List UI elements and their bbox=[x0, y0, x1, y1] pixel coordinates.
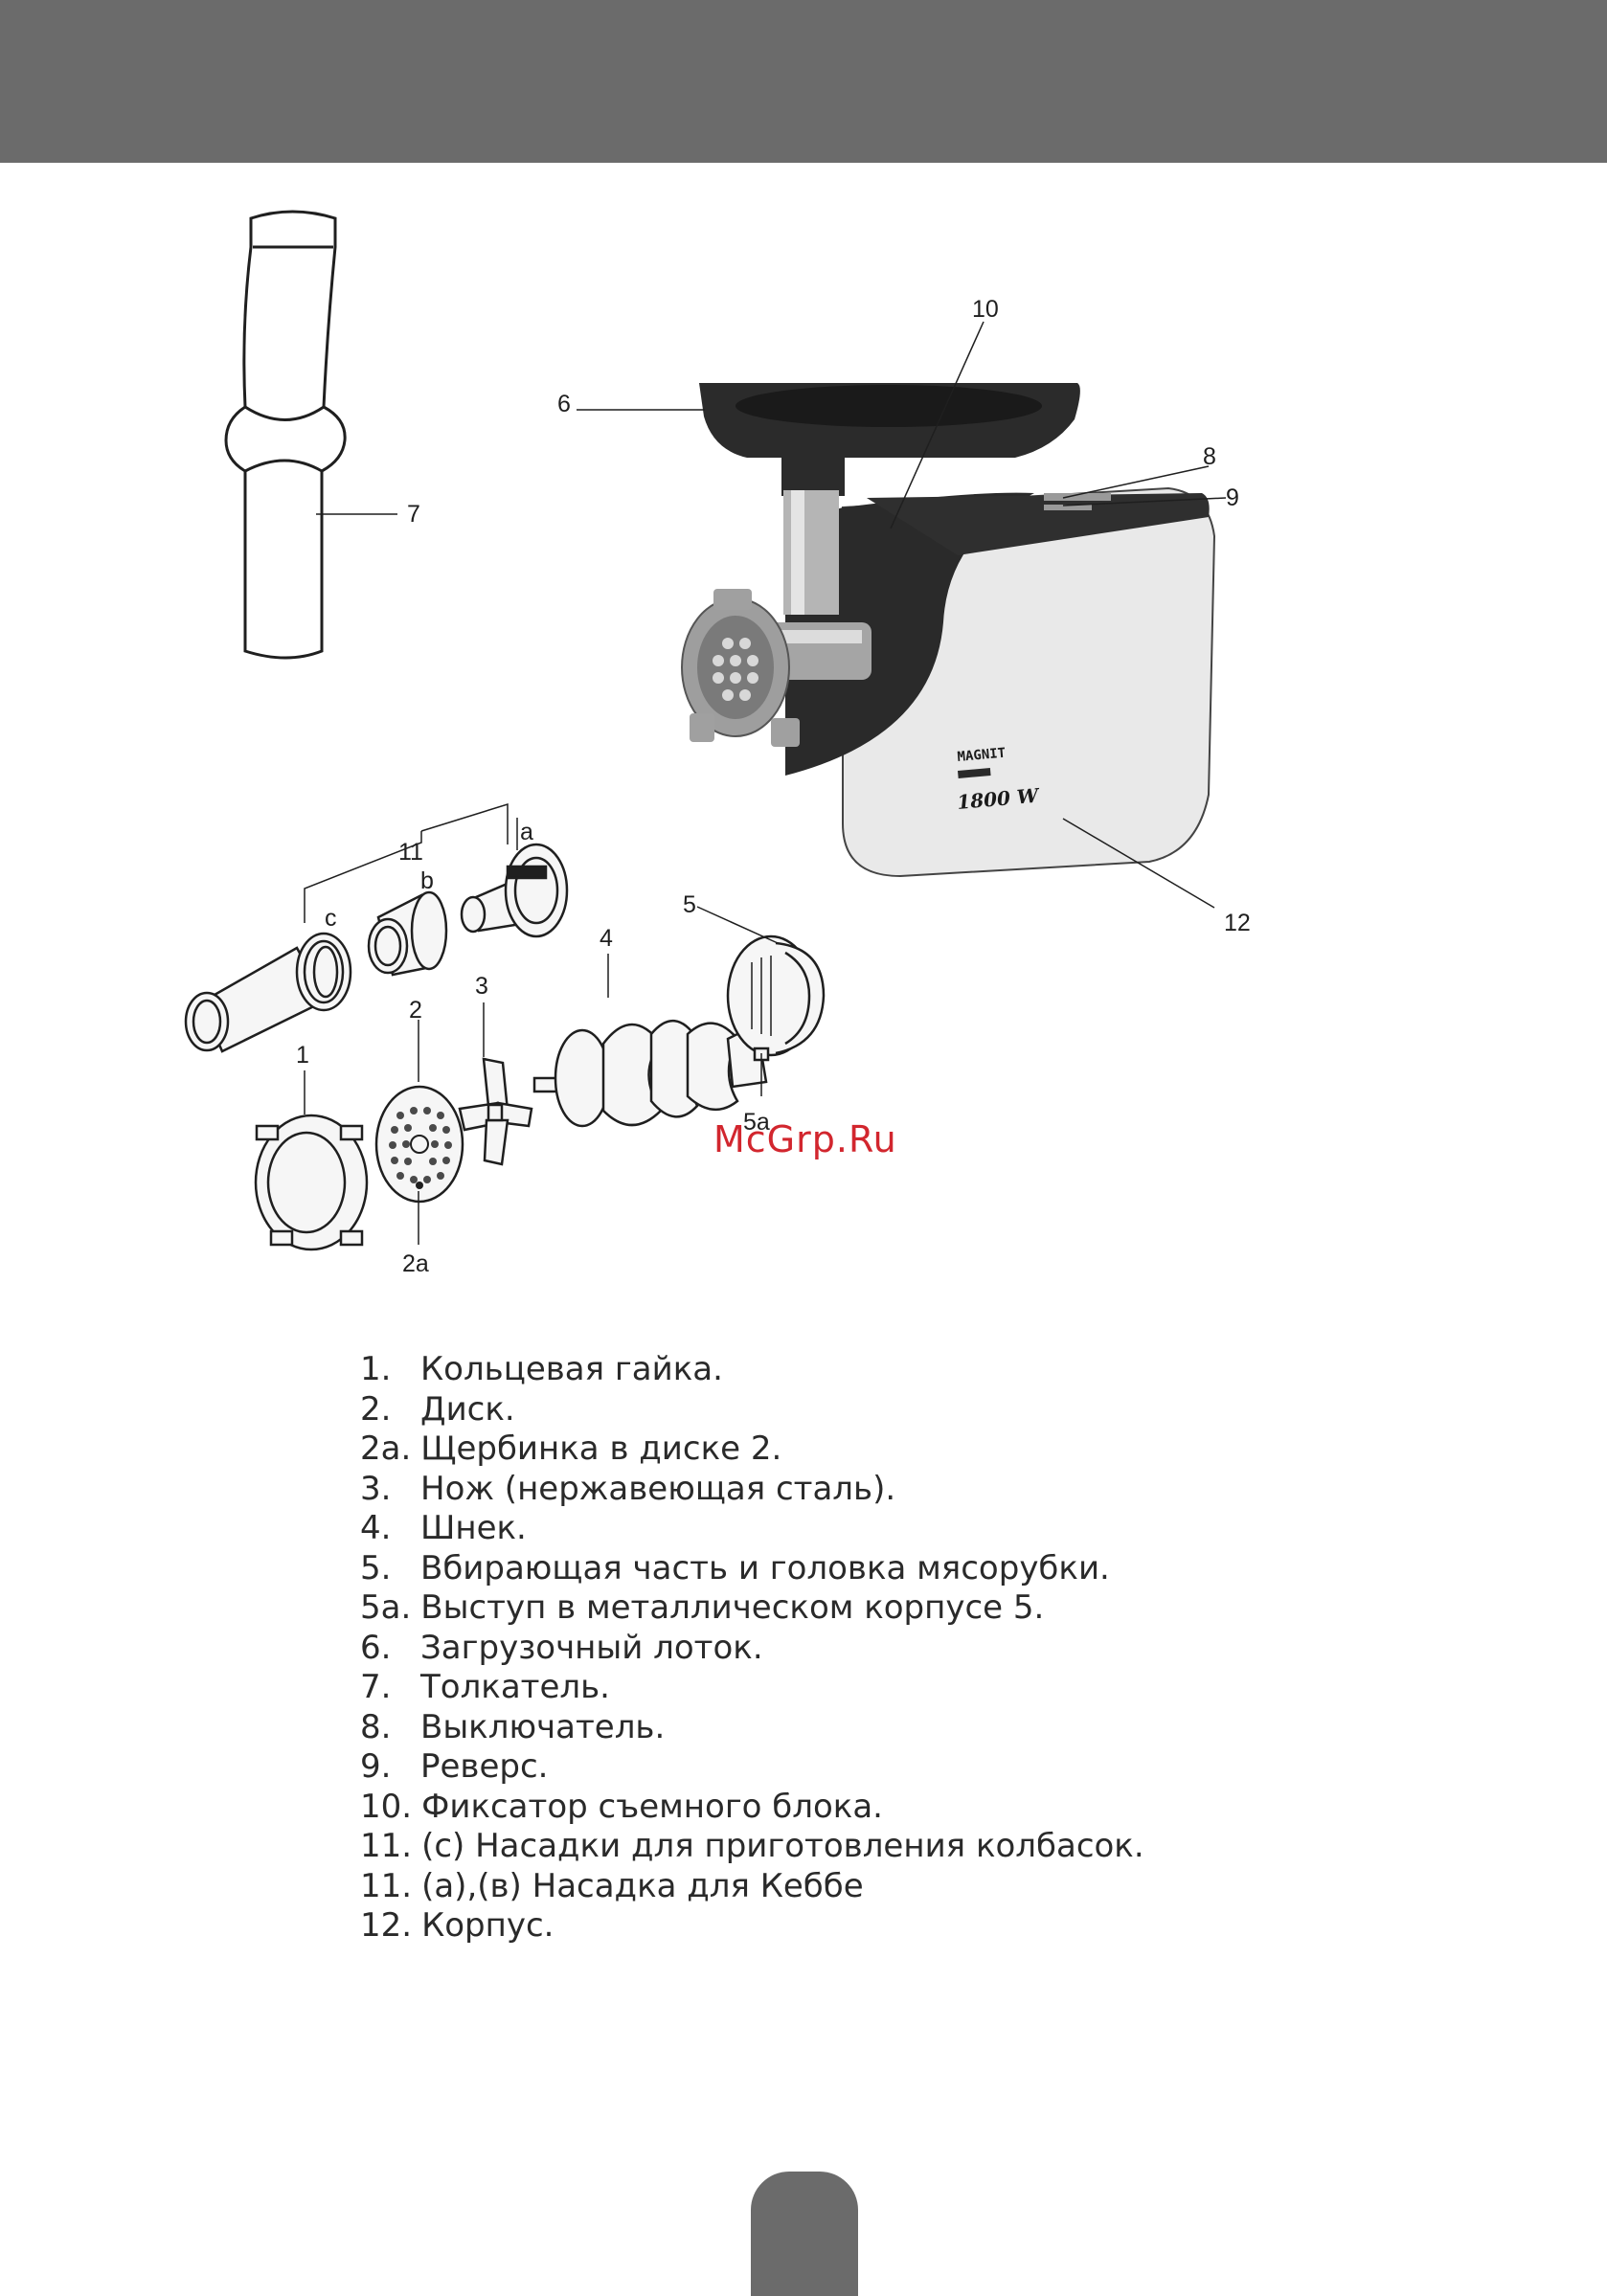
list-item: 11. (а),(в) Насадка для Кеббе bbox=[360, 1867, 1318, 1907]
grinder-housing-drawing bbox=[726, 934, 826, 1062]
item-number: 2а. bbox=[360, 1429, 412, 1468]
list-item: 10.Фиксатор съемного блока. bbox=[360, 1788, 1318, 1828]
item-text: Диск. bbox=[420, 1389, 515, 1429]
item-text: Шнек. bbox=[420, 1509, 527, 1547]
list-item: 2а.Щербинка в диске 2. bbox=[360, 1429, 1318, 1470]
callout-c: c bbox=[325, 905, 337, 932]
list-item: 5а.Выступ в металлическом корпусе 5. bbox=[360, 1588, 1318, 1629]
item-text: (а),(в) Насадка для Кеббе bbox=[421, 1866, 864, 1905]
callout-7: 7 bbox=[407, 501, 420, 528]
callout-5a: 5a bbox=[743, 1109, 770, 1136]
item-text: Вбирающая часть и головка мясорубки. bbox=[420, 1548, 1110, 1587]
parts-list: 1. Кольцевая гайка. 2. Диск. 2а.Щербинка в… bbox=[360, 1350, 1318, 1947]
callout-11: 11 bbox=[398, 839, 423, 866]
auger-drawing bbox=[532, 1019, 768, 1128]
brand-label: MAGNIT bbox=[957, 746, 1007, 765]
parts-diagram: MAGNIT 1800 W bbox=[0, 163, 1607, 1312]
list-item: 7. Толкатель. bbox=[360, 1668, 1318, 1708]
list-item: 9. Реверс. bbox=[360, 1747, 1318, 1788]
list-item: 4. Шнек. bbox=[360, 1509, 1318, 1549]
list-item: 6. Загрузочный лоток. bbox=[360, 1629, 1318, 1669]
callout-6: 6 bbox=[557, 391, 571, 417]
watermark: McGrp.Ru bbox=[713, 1118, 897, 1160]
item-number: 11. bbox=[360, 1827, 413, 1865]
item-text: Нож (нержавеющая сталь). bbox=[420, 1469, 896, 1508]
main-body-drawing bbox=[785, 486, 1216, 878]
item-number: 1. bbox=[360, 1350, 392, 1388]
callout-9: 9 bbox=[1226, 484, 1239, 511]
item-number: 3. bbox=[360, 1469, 392, 1508]
item-number: 12. bbox=[360, 1906, 413, 1945]
grinder-head-drawing bbox=[681, 589, 800, 747]
callout-2: 2 bbox=[409, 997, 422, 1024]
ring-nut-drawing bbox=[254, 1114, 369, 1251]
list-item: 8. Выключатель. bbox=[360, 1708, 1318, 1748]
list-item: 2. Диск. bbox=[360, 1390, 1318, 1430]
item-text: Щербинка в диске 2. bbox=[420, 1429, 782, 1468]
item-number: 5. bbox=[360, 1548, 392, 1587]
item-text: Выступ в металлическом корпусе 5. bbox=[420, 1588, 1045, 1627]
knife-drawing bbox=[458, 1057, 533, 1166]
item-number: 11. bbox=[360, 1866, 413, 1905]
callout-1: 1 bbox=[296, 1042, 309, 1069]
page-number-tab bbox=[751, 2172, 858, 2296]
list-item: 1. Кольцевая гайка. bbox=[360, 1350, 1318, 1390]
item-text: Фиксатор съемного блока. bbox=[421, 1787, 883, 1826]
callout-b: b bbox=[420, 867, 434, 894]
nozzle-c-drawing bbox=[184, 932, 352, 1053]
item-number: 2. bbox=[360, 1389, 392, 1429]
pusher-drawing bbox=[224, 210, 347, 660]
item-text: Реверс. bbox=[420, 1747, 549, 1786]
item-number: 9. bbox=[360, 1747, 392, 1786]
item-number: 10. bbox=[360, 1787, 413, 1826]
callout-5: 5 bbox=[683, 891, 696, 918]
callout-a: a bbox=[520, 819, 533, 845]
callout-2a: 2a bbox=[402, 1250, 429, 1277]
disc-drawing bbox=[374, 1085, 464, 1204]
item-text: Выключатель. bbox=[420, 1707, 666, 1746]
callout-8: 8 bbox=[1203, 443, 1216, 470]
item-text: Загрузочный лоток. bbox=[420, 1628, 763, 1667]
header-bar bbox=[0, 0, 1607, 163]
list-item: 12.Корпус. bbox=[360, 1906, 1318, 1947]
nozzle-b-drawing bbox=[367, 890, 448, 977]
item-text: Кольцевая гайка. bbox=[420, 1350, 723, 1388]
item-number: 7. bbox=[360, 1668, 392, 1706]
item-text: (с) Насадки для приготовления колбасок. bbox=[421, 1827, 1144, 1865]
item-number: 4. bbox=[360, 1509, 392, 1547]
item-number: 5а. bbox=[360, 1588, 412, 1627]
item-number: 8. bbox=[360, 1707, 392, 1746]
callout-3: 3 bbox=[475, 973, 488, 1000]
list-item: 5. Вбирающая часть и головка мясорубки. bbox=[360, 1549, 1318, 1589]
item-text: Толкатель. bbox=[420, 1668, 610, 1706]
nozzle-a-drawing bbox=[460, 843, 569, 938]
meat-grinder-illustration: MAGNIT 1800 W bbox=[184, 210, 1251, 1277]
list-item: 3. Нож (нержавеющая сталь). bbox=[360, 1470, 1318, 1510]
list-item: 11.(с) Насадки для приготовления колбасо… bbox=[360, 1827, 1318, 1867]
item-text: Корпус. bbox=[421, 1906, 555, 1945]
callout-12: 12 bbox=[1224, 910, 1251, 936]
tray-drawing bbox=[699, 383, 1080, 496]
callout-10: 10 bbox=[972, 296, 999, 323]
leader-lines bbox=[304, 321, 1227, 1245]
item-number: 6. bbox=[360, 1628, 392, 1667]
callout-4: 4 bbox=[600, 925, 613, 952]
